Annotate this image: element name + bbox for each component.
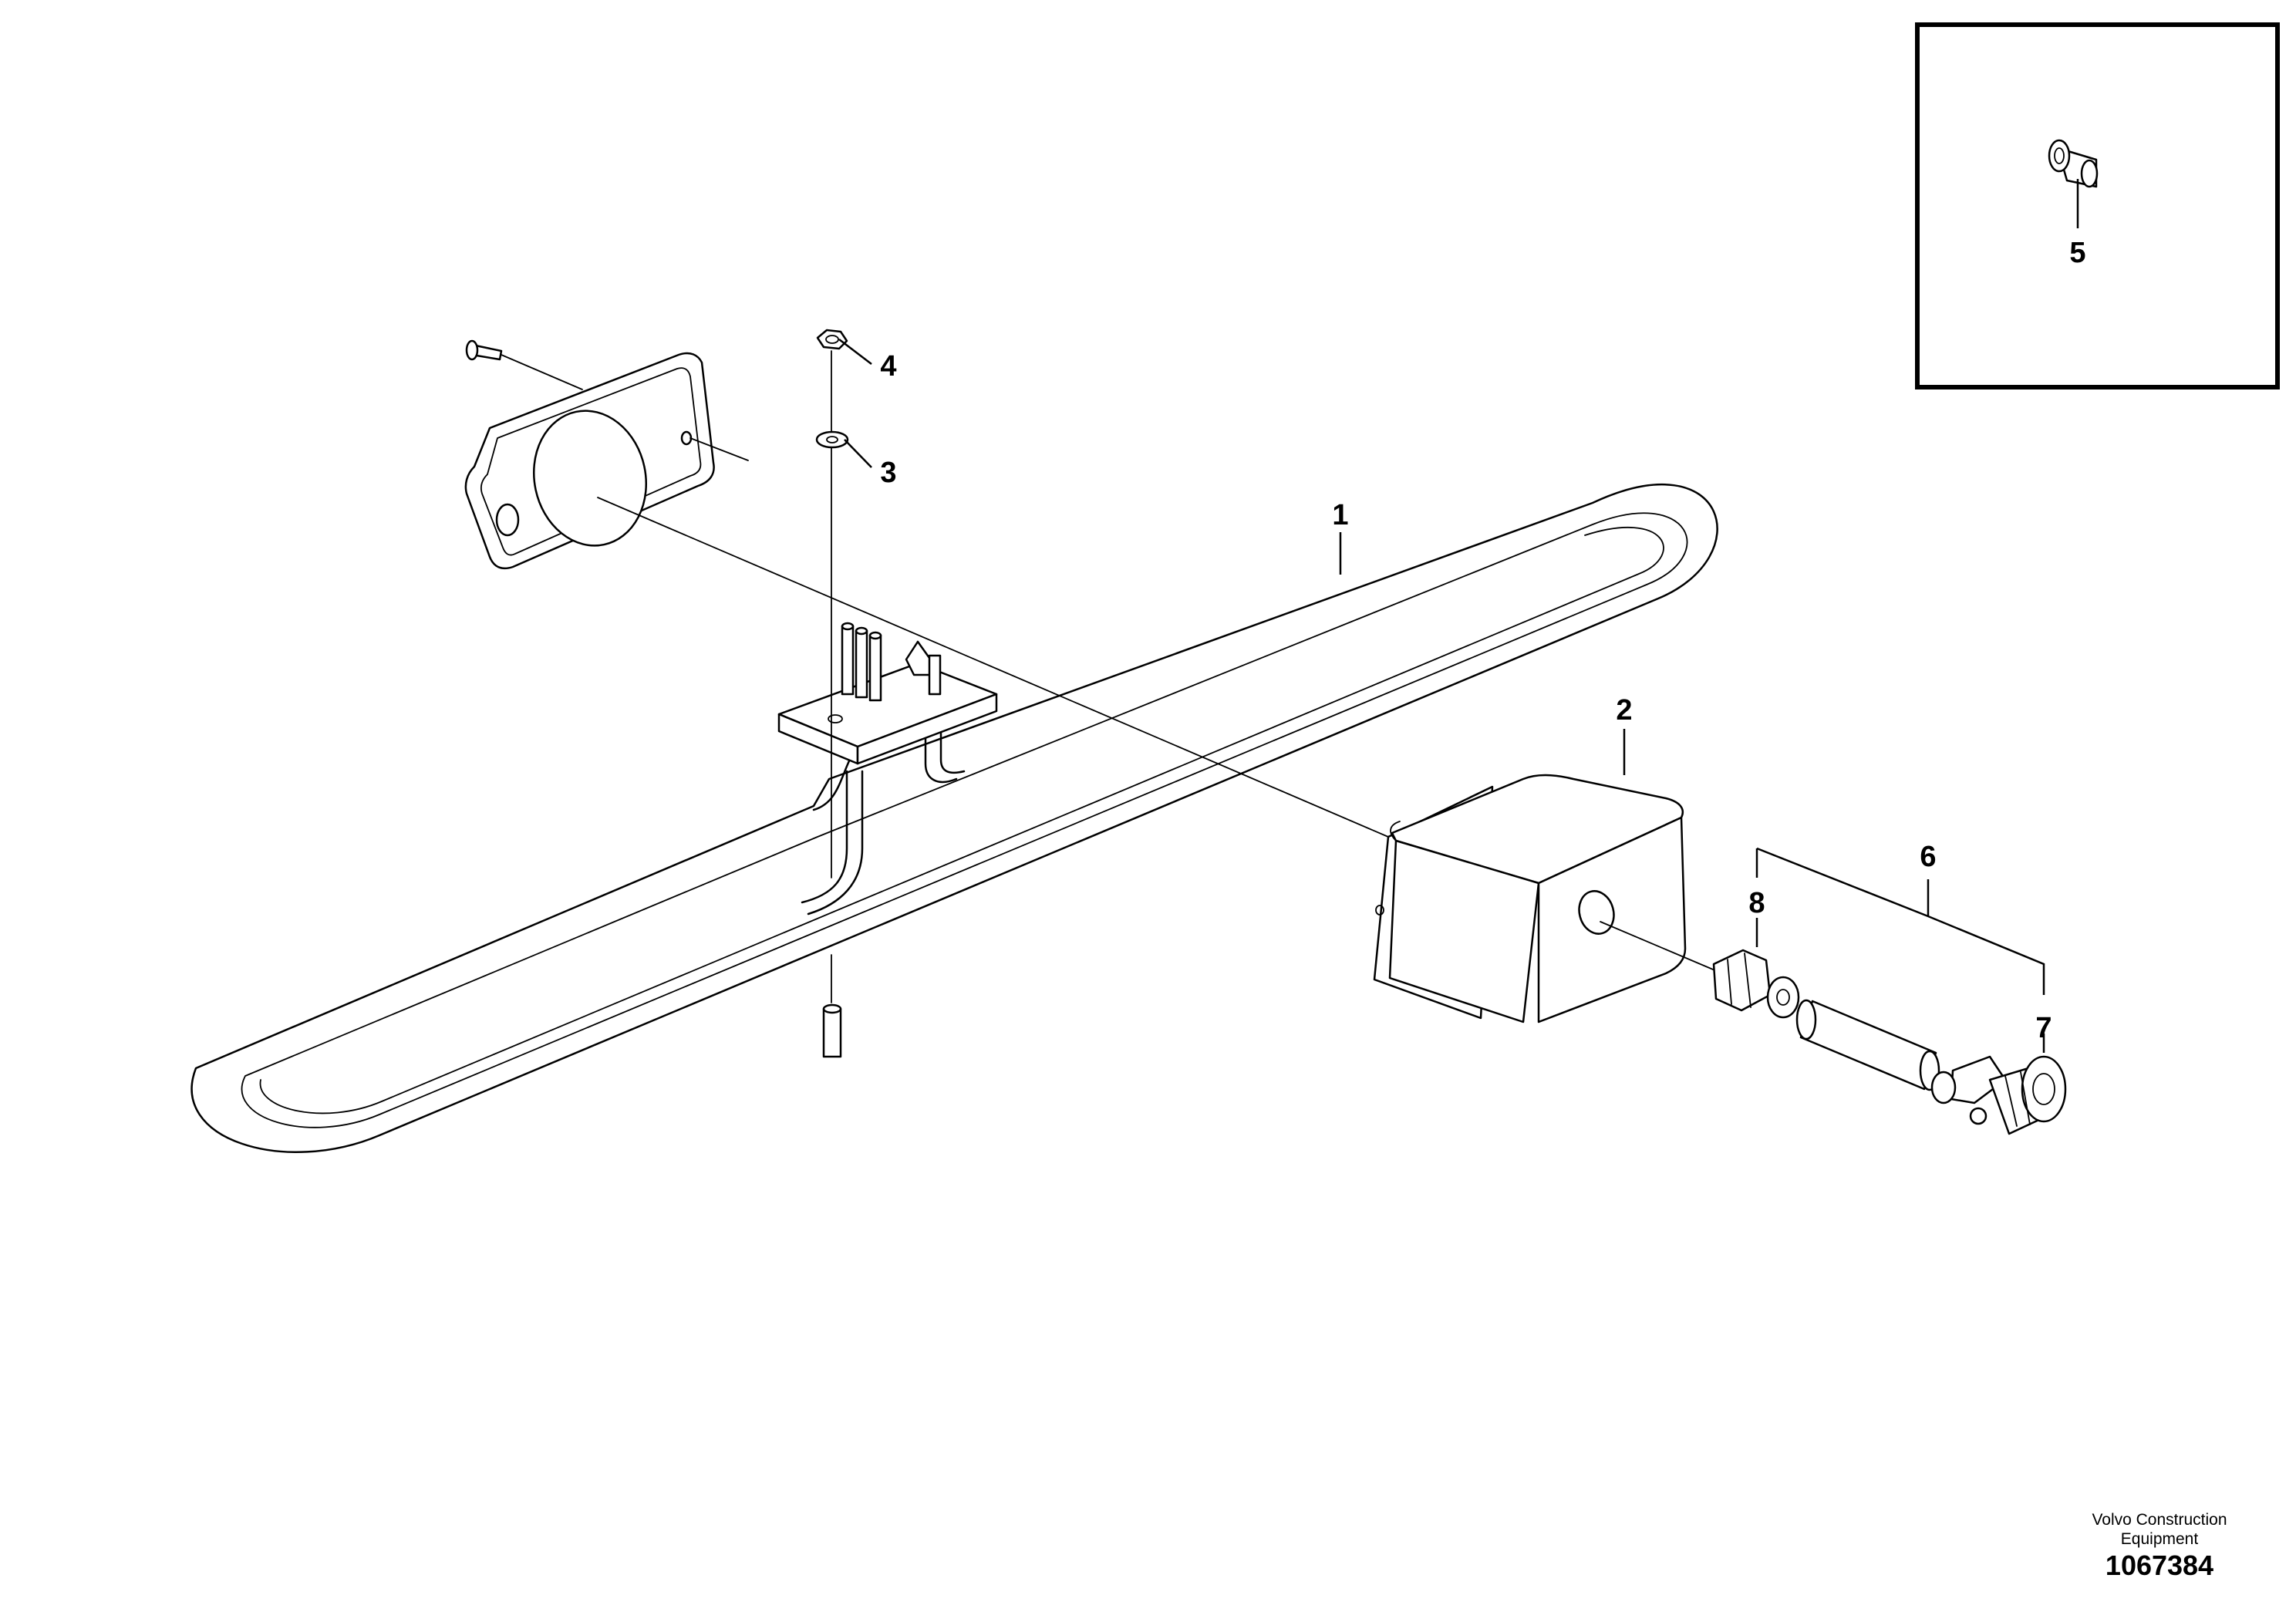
callout-2: 2: [1616, 694, 1632, 727]
document-number: 1067384: [2106, 1549, 2213, 1581]
rivet-inset: [2048, 139, 2099, 188]
gasket-plate: [464, 339, 749, 570]
callout-6: 6: [1920, 841, 1936, 873]
housing-box: [1373, 774, 1687, 1023]
callout-1: 1: [1332, 499, 1348, 531]
gland-nut-item-8: [1712, 949, 1800, 1019]
callout-7: 7: [2035, 1012, 2052, 1044]
credit-line-2: Equipment: [2121, 1530, 2199, 1548]
washer-item-3: [815, 430, 849, 449]
sleeve: [1795, 999, 1940, 1091]
callout-4: 4: [880, 350, 896, 383]
callout-8: 8: [1748, 887, 1765, 919]
callout-5: 5: [2069, 237, 2085, 269]
inset-detail-box: 5: [1915, 22, 2280, 389]
footer-credit: Volvo Construction Equipment 1067384: [2092, 1511, 2227, 1581]
credit-line-1: Volvo Construction: [2092, 1511, 2227, 1529]
heating-element: [190, 484, 1718, 1153]
stud-pin: [822, 1003, 842, 1058]
nut-item-4: [816, 329, 848, 350]
stud-assembly: [815, 329, 849, 1058]
plug-item-7: [1930, 1055, 2067, 1135]
screw: [465, 339, 503, 361]
callout-3: 3: [880, 457, 896, 489]
connector-group: [1600, 847, 2067, 1135]
